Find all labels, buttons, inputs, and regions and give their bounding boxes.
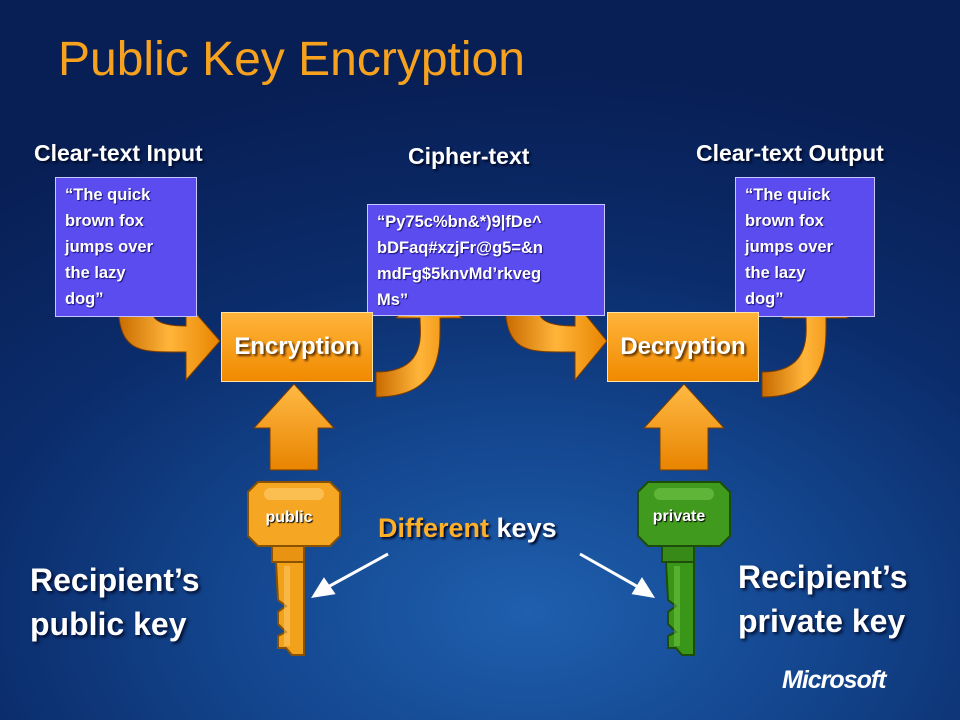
output-line: the lazy [745,264,806,282]
microsoft-logo: Microsoft [782,666,886,694]
cipher-text-box: “Py75c%bn&*)9|fDe^ bDFaq#xzjFr@g5=&n mdF… [367,204,605,316]
input-text-box: “The quick brown fox jumps over the lazy… [55,177,197,317]
input-line: jumps over [65,238,154,256]
input-line: dog” [65,290,104,308]
page-title: Public Key Encryption [58,33,525,86]
output-line: “The quick [745,186,831,204]
pointer-arrow-left [310,552,389,598]
private-label-line: Recipient’s [738,559,908,595]
cipher-line: mdFg$5knvMd’rkveg [377,265,542,283]
header-clear-text-input: Clear-text Input [34,140,203,166]
recipient-public-key-label: Recipient’s public key [30,558,200,646]
cipher-line: “Py75c%bn&*)9|fDe^ [377,213,542,231]
different-word: Different [378,513,490,543]
pointer-arrow-right [579,552,656,599]
public-key-icon [247,481,341,656]
public-key-tag: public [265,509,313,526]
private-key-tag: private [652,508,706,525]
header-clear-text-output: Clear-text Output [696,140,884,166]
private-key-icon [637,481,731,656]
up-arrow-private-key [642,383,726,471]
output-text-box: “The quick brown fox jumps over the lazy… [735,177,875,317]
output-line: brown fox [745,212,824,230]
output-line: jumps over [745,238,834,256]
keys-word: keys [496,513,557,543]
up-arrow-public-key [252,383,336,471]
cipher-line: Ms” [377,291,409,309]
public-label-line: Recipient’s [30,562,200,598]
public-label-line: public key [30,606,187,642]
different-keys-label: Different keys [378,513,557,544]
encryption-process: Encryption [221,312,373,382]
cipher-line: bDFaq#xzjFr@g5=&n [377,239,543,257]
input-line: brown fox [65,212,144,230]
header-cipher-text: Cipher-text [408,143,530,169]
output-line: dog” [745,290,784,308]
recipient-private-key-label: Recipient’s private key [738,555,908,643]
input-line: “The quick [65,186,151,204]
private-label-line: private key [738,603,906,639]
input-line: the lazy [65,264,126,282]
decryption-process: Decryption [607,312,759,382]
